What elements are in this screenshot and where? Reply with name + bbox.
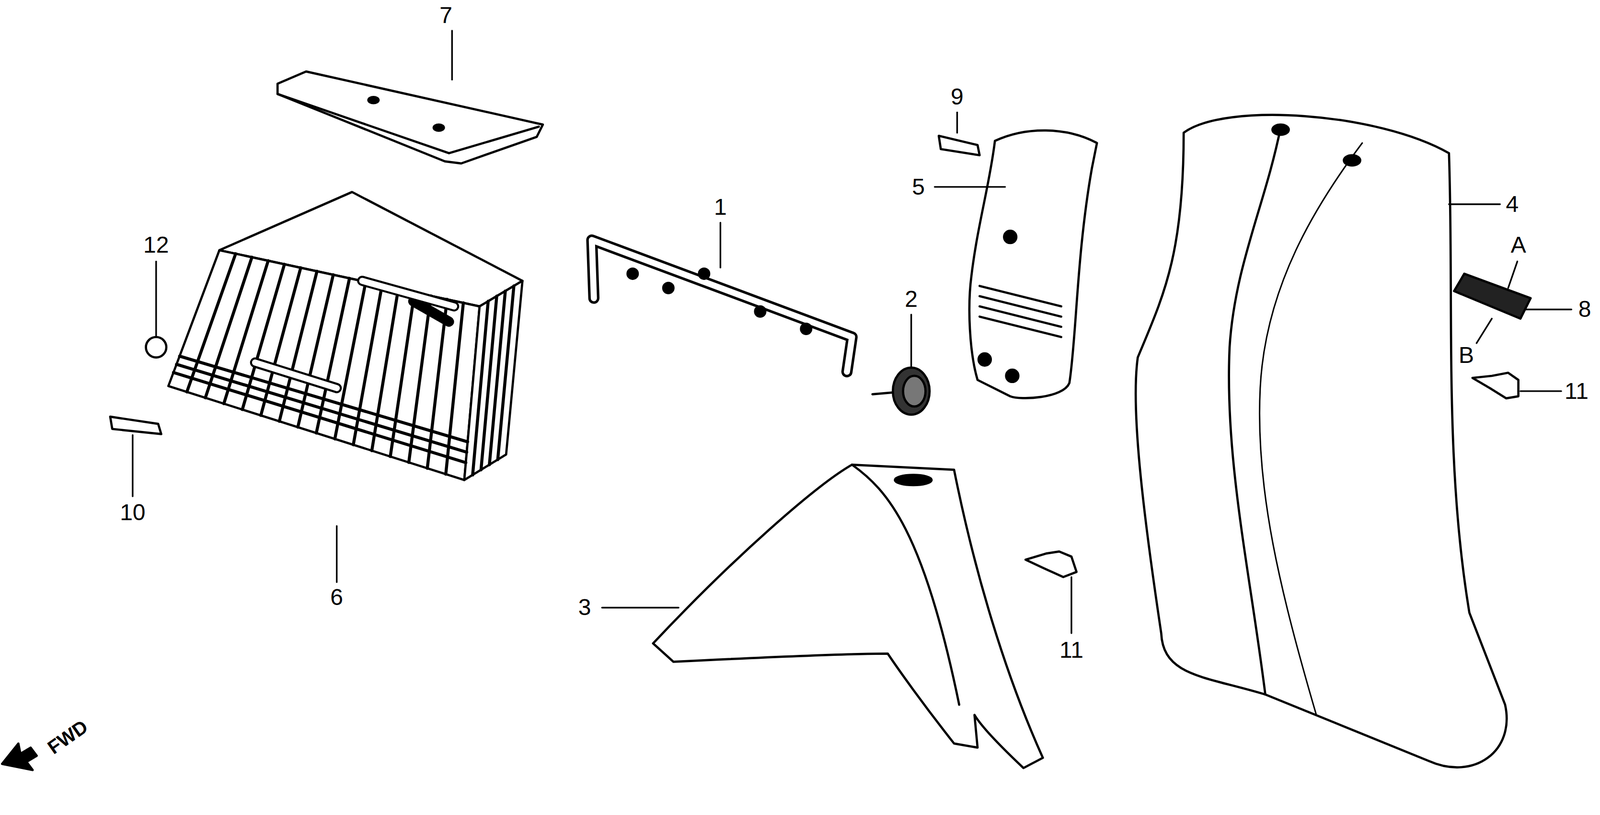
callout-number: 6	[330, 585, 344, 609]
clip	[1453, 273, 1531, 319]
rubber-strip	[110, 416, 162, 434]
plug	[1472, 372, 1519, 399]
callout-number: 9	[950, 85, 964, 109]
leader-lines	[132, 30, 1572, 634]
rubber-strip	[938, 135, 980, 155]
callout-number: 1	[713, 195, 727, 219]
callout-number: 11	[1564, 379, 1589, 403]
callout-number: A	[1510, 233, 1527, 257]
board-edge	[277, 93, 539, 154]
front-fender	[653, 464, 1043, 768]
callout-number: B	[1458, 343, 1474, 367]
callout-number: 5	[911, 175, 925, 199]
callout-number: 4	[1506, 192, 1520, 216]
cover	[969, 130, 1097, 398]
callout-number: 8	[1578, 297, 1592, 321]
basket	[168, 192, 523, 481]
leg-shield	[1135, 115, 1507, 768]
nut	[146, 336, 167, 358]
basket-board	[277, 71, 543, 164]
callout-number: 10	[119, 500, 146, 524]
basket-bracket	[591, 240, 852, 372]
direction-label: FWD	[44, 716, 92, 758]
callout-number: 11	[1059, 638, 1084, 662]
callout-number: 3	[578, 595, 592, 619]
callout-number: 2	[904, 287, 918, 311]
fwd-arrow	[1, 743, 37, 770]
callout-number: 7	[439, 3, 453, 27]
plug	[1025, 551, 1077, 577]
callout-number: 12	[143, 233, 169, 257]
knob	[892, 367, 930, 415]
